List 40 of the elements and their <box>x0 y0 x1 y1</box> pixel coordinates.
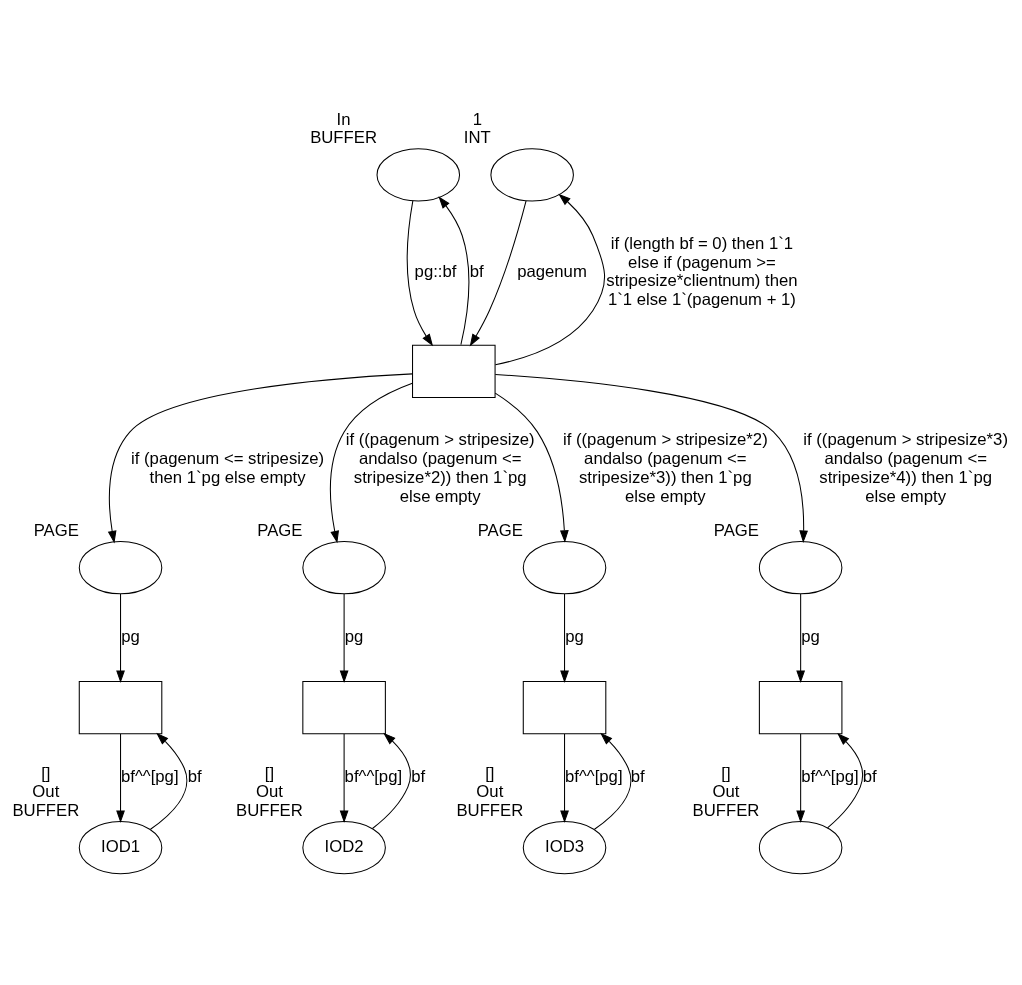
node-label: PAGE <box>713 521 759 541</box>
node-label: BUFFER <box>692 801 760 821</box>
node-label: BUFFER <box>12 801 80 821</box>
node-label: PAGE <box>477 521 523 541</box>
edge-label: bf <box>187 766 202 786</box>
node-label: BUFFER <box>456 801 524 821</box>
edge-label: pg <box>565 626 584 646</box>
node-label: Out <box>255 782 283 802</box>
node-label: PAGE <box>33 521 79 541</box>
node-label: In <box>336 109 351 129</box>
node-label: [] <box>264 763 275 783</box>
node-label: Out <box>476 782 504 802</box>
edge-label: pg <box>121 626 140 646</box>
edge-label: pg <box>801 626 820 646</box>
edge-label: pagenum <box>517 262 587 282</box>
node-label: [] <box>41 763 51 783</box>
edge-label: if ((pagenum > stripesize*2) andalso (pagenum <= stripesize*3)) then 1`pg else empty <box>563 430 768 506</box>
edge-label: bf <box>469 262 484 282</box>
edge-label: pg::bf <box>414 262 457 282</box>
edge-label: if (length bf = 0) then 1`1 else if (pagenum >= stripesize*clientnum) then 1`1 else 1`(pagenum + 1) <box>606 233 798 310</box>
edge-label: bf^^[pg] <box>565 766 623 786</box>
node-label: PAGE <box>257 521 303 541</box>
node-label: Out <box>32 782 60 802</box>
edge-label: bf <box>411 766 426 786</box>
node-label: [] <box>721 763 731 783</box>
node-label: 1 <box>472 109 482 129</box>
edge-label: if (pagenum <= stripesize) then 1`pg else empty <box>131 449 325 487</box>
edge-label: bf <box>862 766 877 786</box>
node-label: BUFFER <box>236 801 303 821</box>
node-label: INT <box>463 128 491 148</box>
edge-label: pg <box>344 626 364 646</box>
edge-label: bf^^[pg] <box>801 766 859 786</box>
edge-label: bf^^[pg] <box>121 766 179 786</box>
node-label: BUFFER <box>310 128 377 148</box>
edge-label: bf^^[pg] <box>344 766 403 786</box>
edge-label: bf <box>630 766 645 786</box>
node-label: [] <box>485 763 495 783</box>
edge-label: if ((pagenum > stripesize*3) andalso (pagenum <= stripesize*4)) then 1`pg else empty <box>803 430 1008 506</box>
node-label: Out <box>712 782 740 802</box>
edge-label: if ((pagenum > stripesize) andalso (pagenum <= stripesize*2)) then 1`pg else empty <box>345 430 535 506</box>
